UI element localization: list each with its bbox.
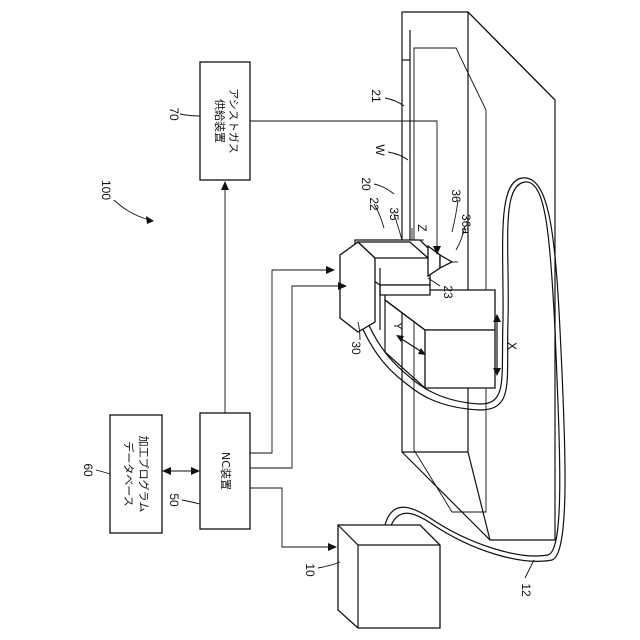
label-21: 21 xyxy=(369,89,383,103)
label-30: 30 xyxy=(349,341,363,355)
program-db-line2: データベース xyxy=(122,441,136,506)
label-20: 20 xyxy=(359,177,373,191)
label-36a: 36a xyxy=(459,214,473,234)
assist-gas-supply-box: アシストガス 供給装置 xyxy=(200,62,250,180)
label-22: 22 xyxy=(367,197,381,211)
label-60: 60 xyxy=(81,463,95,477)
workpiece xyxy=(402,30,410,248)
nc-device-box: NC装置 xyxy=(200,413,250,529)
program-database-box: 加工プログラム データベース xyxy=(110,415,162,533)
label-70: 70 xyxy=(167,107,181,121)
program-db-line1: 加工プログラム xyxy=(137,436,151,513)
label-w: W xyxy=(373,144,387,156)
y-axis-arrow xyxy=(396,335,426,355)
label-35: 35 xyxy=(387,207,401,221)
assist-gas-line1: アシストガス xyxy=(227,88,240,154)
nc-device-label: NC装置 xyxy=(219,452,232,490)
label-23: 23 xyxy=(441,285,455,299)
label-10: 10 xyxy=(303,563,317,577)
processing-head xyxy=(340,228,495,388)
laser-oscillator xyxy=(338,525,440,628)
label-36: 36 xyxy=(449,189,463,203)
label-z: Z xyxy=(415,224,429,231)
label-y: Y xyxy=(391,322,405,330)
label-x: X xyxy=(505,342,519,350)
label-50: 50 xyxy=(167,493,181,507)
label-12: 12 xyxy=(519,583,533,597)
assist-gas-line2: 供給装置 xyxy=(213,99,227,143)
label-100: 100 xyxy=(99,180,113,200)
